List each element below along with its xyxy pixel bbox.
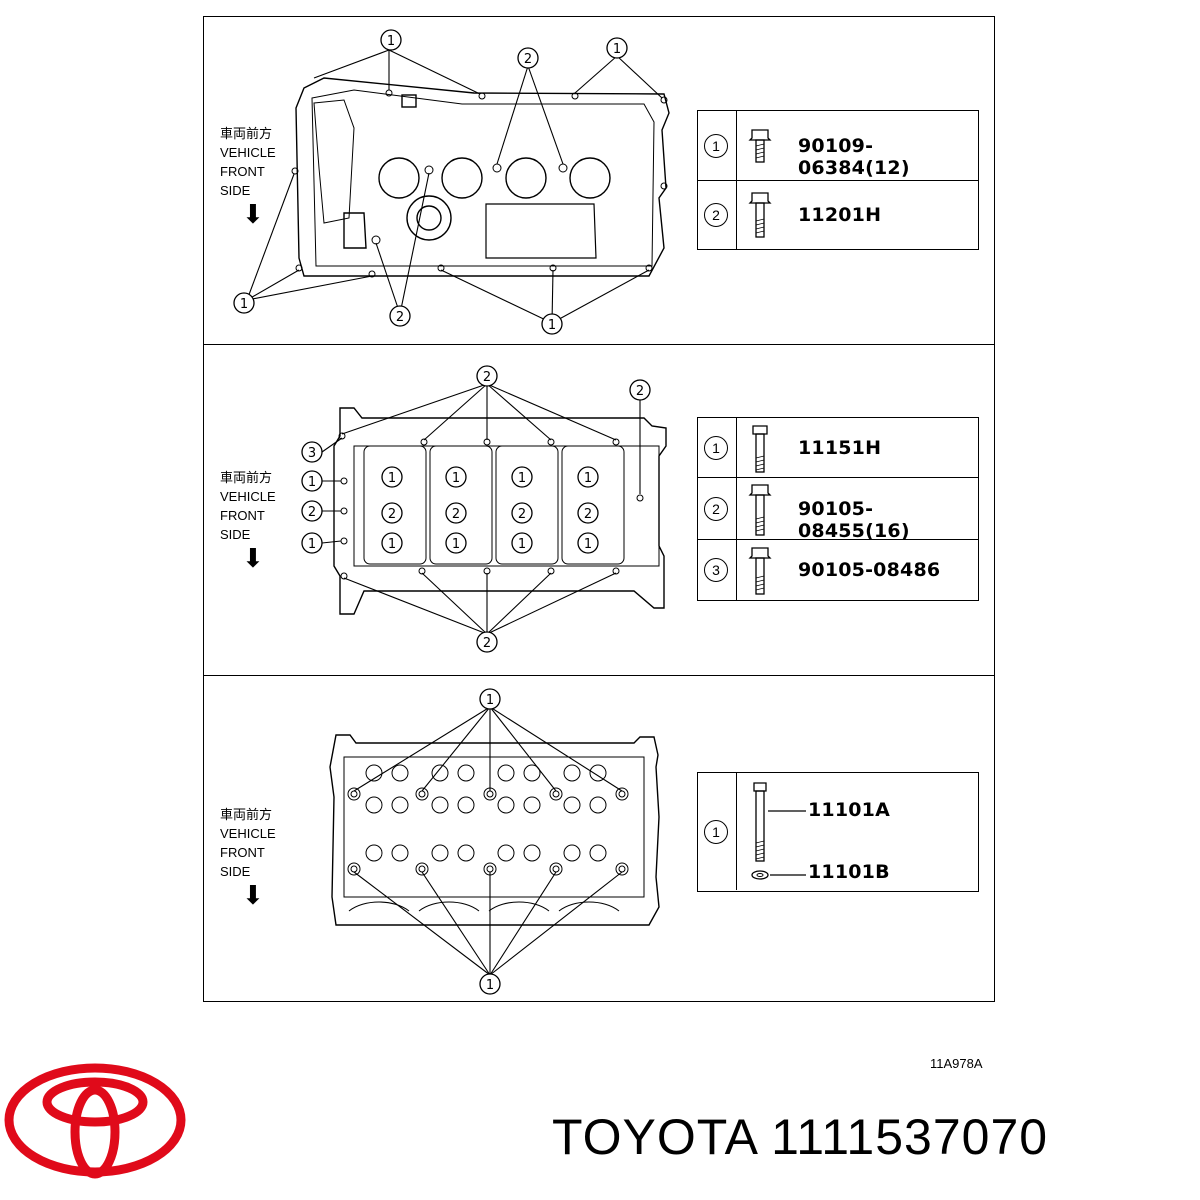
item-number: 1 [704, 435, 728, 460]
callout-label: 1 [518, 537, 526, 552]
part-code: 90105-08486 [798, 559, 941, 581]
brand-part-title: TOYOTA 1111537070 [552, 1108, 1048, 1166]
flange-bolt-icon [748, 128, 772, 163]
camshaft-housing-drawing: 2 2 3 1 2 1 1 1 1 1 2 2 2 2 1 1 1 1 2 [301, 365, 667, 653]
toyota-logo-icon [4, 1063, 186, 1179]
parts-row: 1 11101A 11101B [698, 773, 978, 890]
callout-label: 1 [388, 471, 396, 486]
parts-row: 2 90105-08455(16) [698, 478, 978, 542]
item-number: 3 [704, 558, 728, 582]
parts-row: 3 90105-08486 [698, 540, 978, 600]
callout-label: 1 [584, 471, 592, 486]
callout-label: 2 [388, 507, 396, 522]
callout-label: 1 [240, 297, 248, 312]
bolt-icon [752, 424, 768, 473]
figure-reference: 11A978A [930, 1056, 983, 1071]
item-number: 2 [704, 203, 728, 227]
callout-label: 2 [396, 310, 404, 325]
callout-label: 2 [524, 52, 532, 67]
flange-bolt-icon [748, 483, 772, 536]
callout-label: 1 [486, 978, 494, 993]
callout-label: 1 [452, 537, 460, 552]
callout-label: 1 [308, 475, 316, 490]
vehicle-front-label: 車両前方 VEHICLE FRONT SIDE ⬇ [220, 807, 276, 910]
arrow-down-icon: ⬇ [242, 199, 264, 229]
callout-label: 1 [613, 42, 621, 57]
callout-label: 2 [483, 370, 491, 385]
callout-label: 1 [486, 693, 494, 708]
callout-label: 3 [308, 446, 316, 461]
parts-row: 1 11151H [698, 418, 978, 478]
part-number: 1111537070 [771, 1109, 1049, 1165]
arrow-down-icon: ⬇ [242, 880, 264, 910]
part-code: 11201H [798, 204, 882, 226]
parts-table: 1 90109-06384(12) 2 11201H [697, 110, 979, 250]
parts-row: 2 11201H [698, 181, 978, 249]
callout-label: 1 [584, 537, 592, 552]
callout-label: 2 [584, 507, 592, 522]
parts-table: 1 11101A 11101B [697, 772, 979, 892]
part-code: 90109-06384(12) [798, 134, 910, 179]
vehicle-front-label: 車両前方 VEHICLE FRONT SIDE ⬇ [220, 126, 276, 229]
panel-divider [203, 675, 995, 676]
callout-label: 1 [308, 537, 316, 552]
part-code: 11151H [798, 436, 882, 459]
callout-label: 2 [452, 507, 460, 522]
callout-label: 1 [548, 318, 556, 333]
diagram-frame [203, 16, 995, 1002]
callout-label: 1 [387, 34, 395, 49]
callout-label: 2 [483, 636, 491, 651]
brand-name: TOYOTA [552, 1109, 757, 1165]
bolt-icon [748, 192, 772, 238]
parts-row: 1 90109-06384(12) [698, 111, 978, 181]
head-bolt-washer-icon [751, 782, 806, 880]
head-cover-drawing: 1 2 1 1 2 1 [233, 29, 670, 335]
callout-label: 2 [636, 384, 644, 399]
flange-bolt-icon [748, 547, 772, 595]
callout-label: 1 [388, 537, 396, 552]
part-code: 90105-08455(16) [798, 497, 910, 542]
parts-table: 1 11151H 2 90105-08455(16) 3 90105-08486 [697, 417, 979, 601]
callout-label: 1 [518, 471, 526, 486]
callout-label: 2 [518, 507, 526, 522]
part-code: 11101B [808, 861, 890, 883]
item-number: 1 [704, 819, 728, 844]
item-number: 2 [704, 496, 728, 521]
part-code: 11101A [808, 799, 891, 821]
item-number: 1 [704, 133, 728, 158]
panel-divider [203, 344, 995, 345]
callout-label: 1 [452, 471, 460, 486]
cylinder-head-drawing: 1 1 [329, 688, 660, 995]
arrow-down-icon: ⬇ [242, 543, 264, 573]
callout-label: 2 [308, 505, 316, 520]
vehicle-front-label: 車両前方 VEHICLE FRONT SIDE ⬇ [220, 470, 276, 573]
